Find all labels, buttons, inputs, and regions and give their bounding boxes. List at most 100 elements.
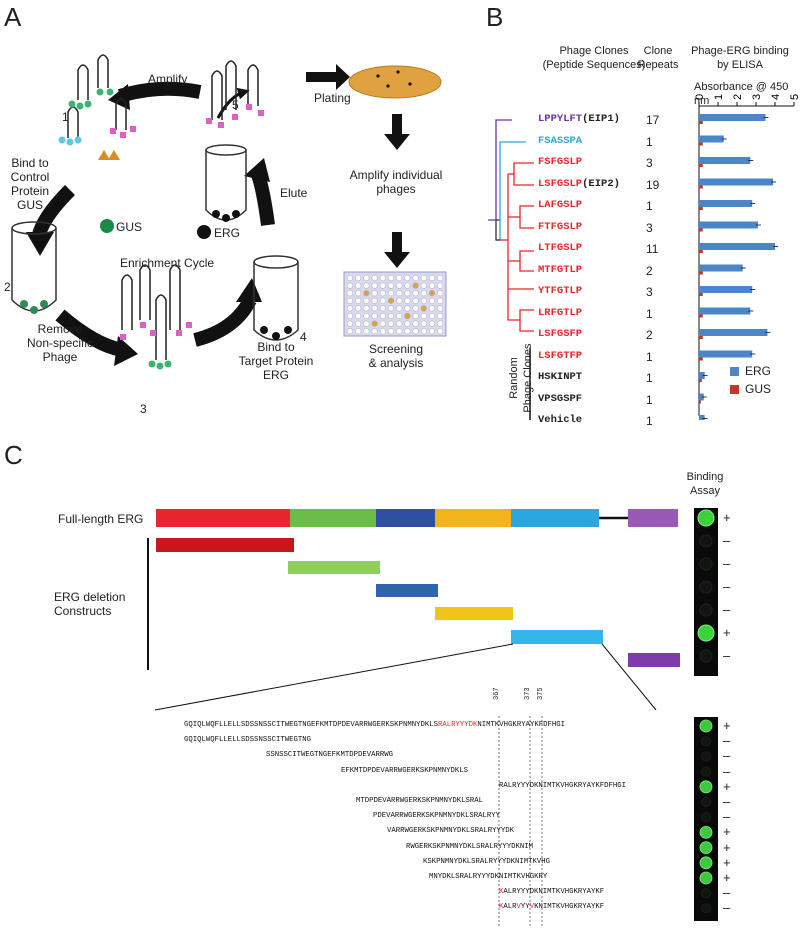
- well: [420, 290, 427, 297]
- peptide-result: –: [723, 900, 731, 916]
- well: [428, 328, 436, 335]
- pos-375: 375: [537, 687, 545, 700]
- header-binding: Phage-ERG binding by ELISA: [691, 45, 789, 71]
- clone-repeats: 11: [646, 242, 659, 256]
- clone-seq: Vehicle: [538, 414, 583, 426]
- well: [437, 305, 444, 312]
- clone-seq: MTFGTLP: [538, 263, 583, 276]
- peptide-segment: V: [529, 903, 535, 912]
- bar-erg: [699, 243, 775, 250]
- clone-seq: LPPYLFT: [538, 113, 583, 125]
- well: [355, 312, 362, 320]
- clone-repeats: 19: [646, 177, 660, 192]
- legend-erg-label: ERG: [745, 364, 772, 378]
- peptide-segment: ALRYYYDKNIMTKVHGKRYAYKF: [503, 888, 605, 897]
- domain-3: [376, 509, 435, 527]
- well: [371, 274, 378, 282]
- clone-seq: VPSGSPF: [538, 392, 583, 405]
- well: [387, 297, 395, 304]
- clone-suffix: (EIP1): [582, 113, 620, 125]
- axis-tick-label: 4: [770, 94, 782, 100]
- construct-result: –: [723, 579, 731, 594]
- peptide-sequence: MTDPDEVARRWGERKSKPNMNYDKLSRAL: [356, 797, 483, 806]
- assay-dot: [699, 871, 713, 885]
- domain-2: [290, 509, 376, 527]
- label-elute: Elute: [280, 186, 308, 200]
- well: [437, 290, 444, 297]
- clone-repeats: 17: [646, 113, 660, 127]
- construct-result: –: [723, 648, 731, 663]
- bar-erg: [699, 329, 768, 336]
- peptide-sequence: GQIQLWQFLLELLSDSSNSSCITWEGTNG: [184, 736, 311, 745]
- well: [420, 282, 427, 289]
- peptide-segment: YY: [520, 903, 530, 912]
- assay-dot: [701, 812, 711, 823]
- bar-gus: [699, 314, 703, 318]
- well: [379, 305, 386, 312]
- well: [379, 297, 386, 304]
- peptide-segment: MTDPDEVARRWGERKSKPNMNYDKLSRAL: [356, 797, 483, 805]
- clone-seq: LAFGSLP: [538, 199, 583, 211]
- clone-sequence: LPPYLFT(EIP1): [538, 113, 620, 125]
- peptide-result: +: [723, 718, 731, 733]
- well: [404, 328, 411, 335]
- random-label: Random Phage Clones: [508, 343, 534, 413]
- clone-sequence: FSASSPA: [538, 135, 582, 147]
- peptide-result: +: [723, 778, 731, 794]
- peptide-segment: RALRYYYDKNIMTKVHGKRYAYKFDFHGI: [499, 781, 626, 790]
- peptide-result: –: [723, 794, 731, 809]
- well: [346, 282, 354, 289]
- peptide-segment: RWGERKSKPNMNYDKLSRALRYYYDKNIM: [406, 842, 533, 851]
- clone-seq: LSFGTFP: [538, 349, 583, 362]
- well: [428, 320, 436, 327]
- well: [363, 305, 370, 312]
- clone-sequence: LSFGTFP: [538, 350, 582, 362]
- panel-c-diagram: [147, 508, 718, 928]
- peptide-segment: RALRYYYDK: [437, 721, 478, 729]
- peptide-segment: K: [499, 888, 504, 897]
- well: [420, 320, 427, 327]
- clone-sequence: HSKINPT: [538, 371, 582, 383]
- well: [371, 297, 378, 304]
- well: [437, 297, 444, 304]
- clone-repeats: 3: [646, 285, 653, 299]
- full-length-label: Full-length ERG: [58, 512, 144, 526]
- panel-a-letter: A: [4, 2, 22, 32]
- well: [363, 320, 370, 327]
- well: [346, 297, 354, 304]
- well: [437, 274, 444, 282]
- panel-a-diagram: [11, 54, 447, 370]
- well: [355, 282, 362, 289]
- peptide-result: +: [723, 839, 731, 855]
- bar-gus: [699, 121, 703, 124]
- axis-tick-label: 1: [713, 94, 725, 100]
- peptide-result: –: [723, 748, 731, 764]
- clone-seq: LSFGSFP: [538, 328, 583, 340]
- well-plate: [343, 271, 447, 337]
- well: [379, 282, 386, 289]
- bar-gus: [699, 293, 703, 296]
- peptide-segment: ALR: [503, 903, 517, 912]
- step-4: 4: [300, 330, 307, 344]
- construct-1: [156, 538, 294, 552]
- bar-gus: [699, 207, 703, 210]
- peptide-sequence: EFKMTDPDEVARRWGERKSKPNMNYDKLS: [341, 767, 468, 776]
- step-3: 3: [140, 402, 147, 416]
- construct-result: –: [723, 533, 731, 548]
- assay-dot: [701, 797, 711, 807]
- step-1: 1: [62, 110, 69, 124]
- clone-sequence: MTFGTLP: [538, 264, 582, 276]
- peptide-segment: GQIQLWQFLLELLSDSSNSSCITWEGTNGEFKMTDPDEVA…: [184, 721, 438, 729]
- domain-6: [628, 509, 678, 527]
- clone-sequence: LSFGSLP(EIP2): [538, 178, 620, 190]
- domain-5: [511, 509, 599, 527]
- well: [396, 328, 403, 335]
- well: [355, 328, 362, 335]
- well: [437, 312, 444, 320]
- legend-gus: GUS: [730, 382, 771, 396]
- bar-erg: [699, 221, 758, 229]
- bar-erg: [699, 200, 753, 207]
- header-clones: Phage Clones (Peptide Sequences): [542, 45, 646, 71]
- clone-sequence: VPSGSPF: [538, 393, 582, 405]
